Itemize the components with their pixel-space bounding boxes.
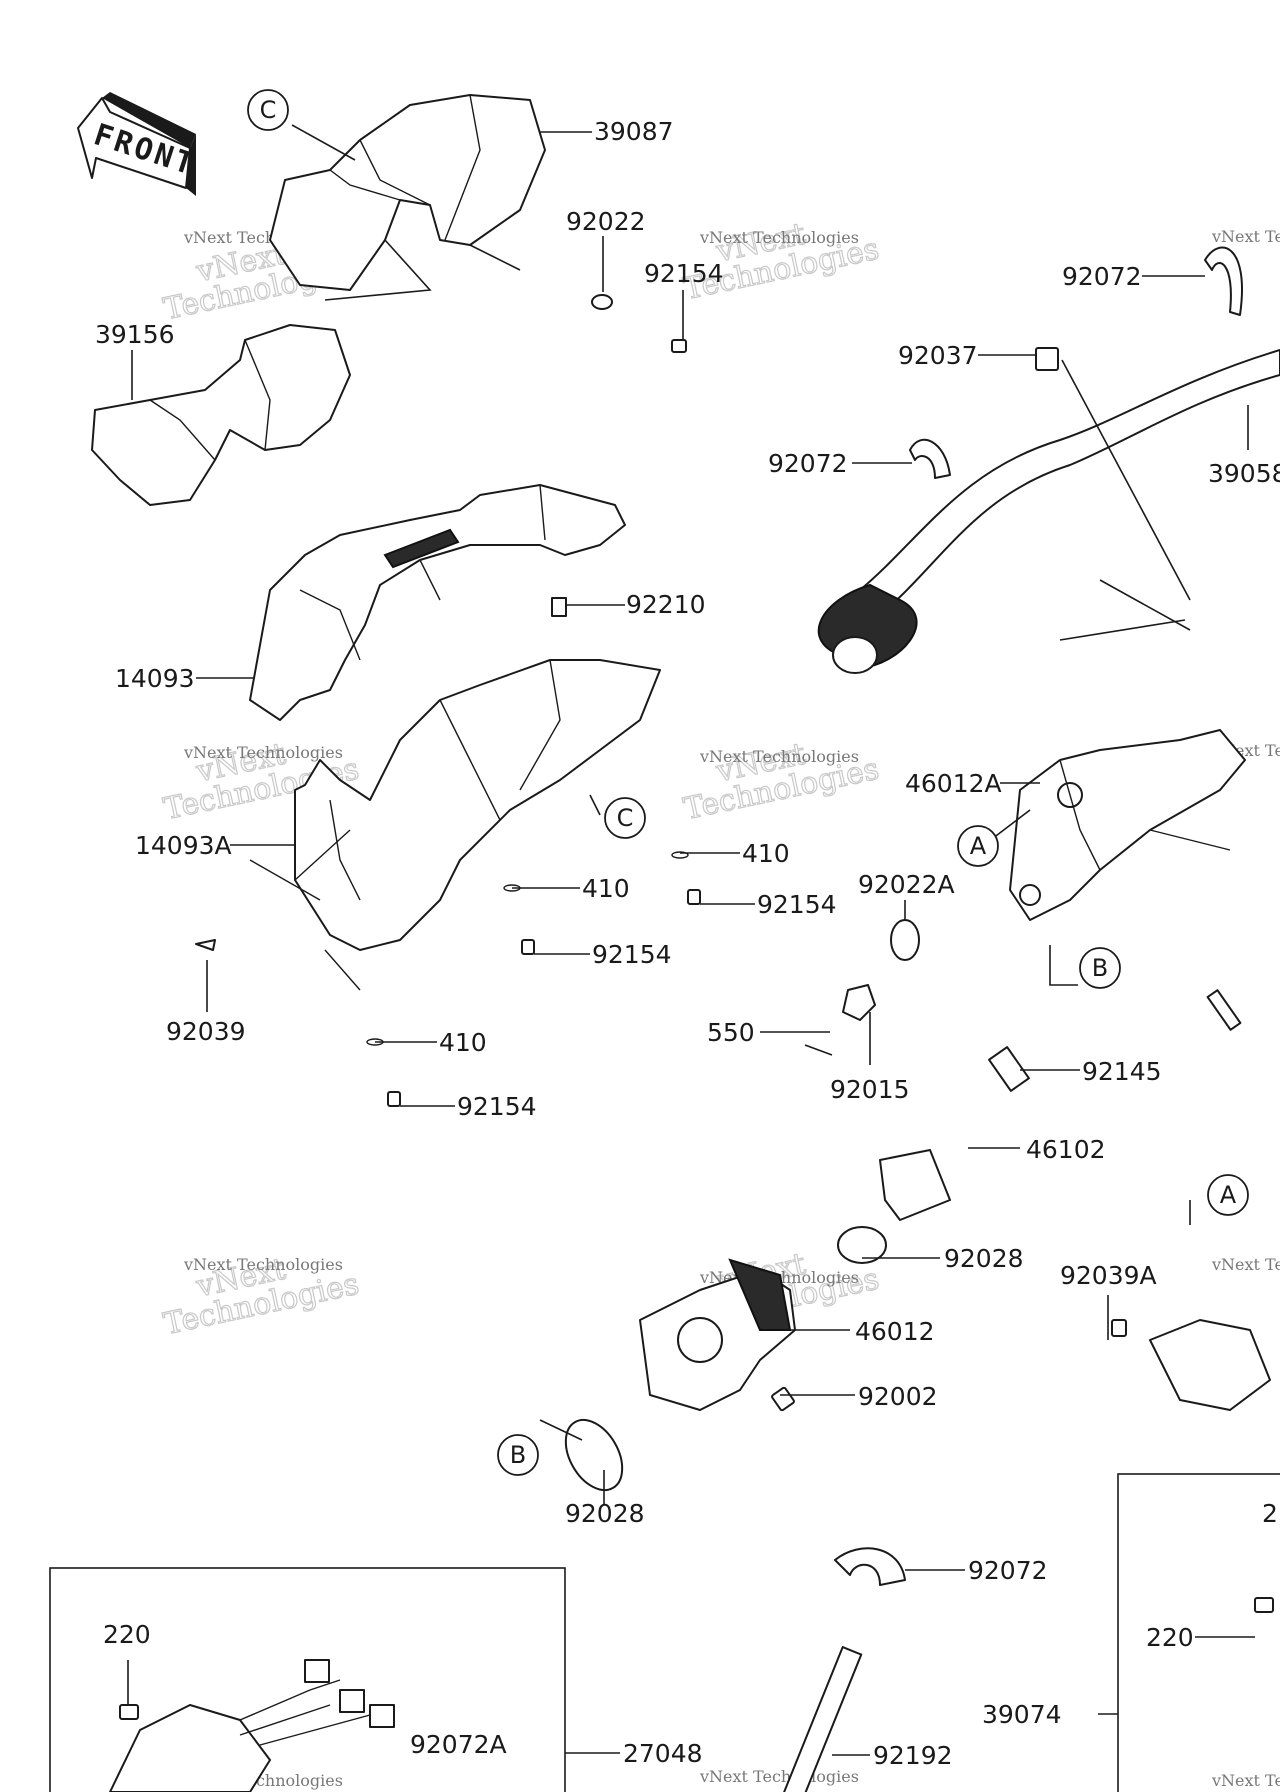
ref-callout-b: B (1079, 947, 1121, 989)
inset-box-27048 (49, 1567, 566, 1792)
part-label-92028: 92028 (944, 1244, 1024, 1273)
inset-box-39074 (1117, 1473, 1280, 1792)
wiring-harness-27048 (109, 1659, 395, 1792)
under-cover-39156 (91, 324, 351, 506)
reference-callouts: C C A B A B (247, 89, 1249, 1476)
part-label-92028: 92028 (565, 1499, 645, 1528)
watermark-small: vNext Technologies (183, 743, 343, 762)
inner-cover-14093A (249, 659, 661, 991)
ref-letter-b: B (1092, 954, 1108, 982)
watermark-small: vNext Technologies (699, 747, 859, 766)
part-label-92154: 92154 (592, 940, 672, 969)
part-label-92210: 92210 (626, 590, 706, 619)
part-label-220: 220 (1146, 1623, 1194, 1652)
part-label-39058: 39058 (1208, 459, 1280, 488)
part-label-92154: 92154 (757, 890, 837, 919)
part-label-92022a: 92022A (858, 870, 955, 899)
part-label-92192: 92192 (873, 1741, 953, 1770)
part-label-92015: 92015 (830, 1075, 910, 1104)
part-number-labels: 39087 92022 92154 39156 92072 92037 3905… (95, 117, 1280, 1770)
part-label-92072: 92072 (768, 449, 848, 478)
meter-cover-14093 (249, 484, 626, 721)
ref-letter-c: C (617, 804, 634, 832)
part-label-92039: 92039 (166, 1017, 246, 1046)
watermark-small: vNext Technologies (699, 228, 859, 247)
part-label-92037: 92037 (898, 341, 978, 370)
bracket-46012 (639, 1258, 796, 1411)
part-label-46012a: 46012A (905, 769, 1002, 798)
part-label-92072a: 92072A (410, 1730, 507, 1759)
part-label-410: 410 (439, 1028, 487, 1057)
part-label-27048: 27048 (623, 1739, 703, 1768)
part-label-550: 550 (707, 1018, 755, 1047)
ref-callout-a: A (1207, 1174, 1249, 1216)
ref-callout-b: B (497, 1434, 539, 1476)
part-label-92072: 92072 (968, 1556, 1048, 1585)
part-label-220: 220 (103, 1620, 151, 1649)
watermark-small: vNext Technologies (699, 1767, 859, 1786)
part-label-92039a: 92039A (1060, 1261, 1157, 1290)
ref-letter-a: A (1220, 1181, 1237, 1209)
part-label-410: 410 (742, 839, 790, 868)
leader-lines (127, 124, 1255, 1756)
watermark-small: vNext Technologies (1211, 227, 1280, 246)
ref-letter-a: A (970, 832, 987, 860)
ref-letter-b: B (510, 1441, 526, 1469)
hardware (119, 246, 1274, 1792)
bracket-46012A (1009, 729, 1246, 921)
part-label-39074: 39074 (982, 1700, 1062, 1729)
ref-letter-c: C (260, 96, 277, 124)
ref-callout-c: C (247, 89, 289, 131)
ref-callout-c: C (604, 797, 646, 839)
front-arrow: FRONT (77, 92, 201, 196)
part-label-14093: 14093 (115, 664, 195, 693)
part-label-39156: 39156 (95, 320, 175, 349)
part-label-92022: 92022 (566, 207, 646, 236)
part-label-14093a: 14093A (135, 831, 232, 860)
watermark-small: vNext Technologies (1211, 1255, 1280, 1274)
part-label-410: 410 (582, 874, 630, 903)
part-label-46012: 46012 (855, 1317, 935, 1346)
ref-callout-a: A (957, 825, 999, 867)
upper-fairing-39087 (269, 94, 546, 301)
handlebar-39058 (817, 349, 1280, 674)
part-label-92154: 92154 (644, 259, 724, 288)
part-label-92002: 92002 (858, 1382, 938, 1411)
part-label-92072: 92072 (1062, 262, 1142, 291)
part-label-39087: 39087 (594, 117, 674, 146)
watermark-small: vNext Technologies (183, 1255, 343, 1274)
part-label-92154: 92154 (457, 1092, 537, 1121)
part-label-46102: 46102 (1026, 1135, 1106, 1164)
part-label-92145: 92145 (1082, 1057, 1162, 1086)
watermark-small: vNext Technologies (1211, 1771, 1280, 1790)
part-label-2-cropped: 2 (1262, 1499, 1278, 1528)
